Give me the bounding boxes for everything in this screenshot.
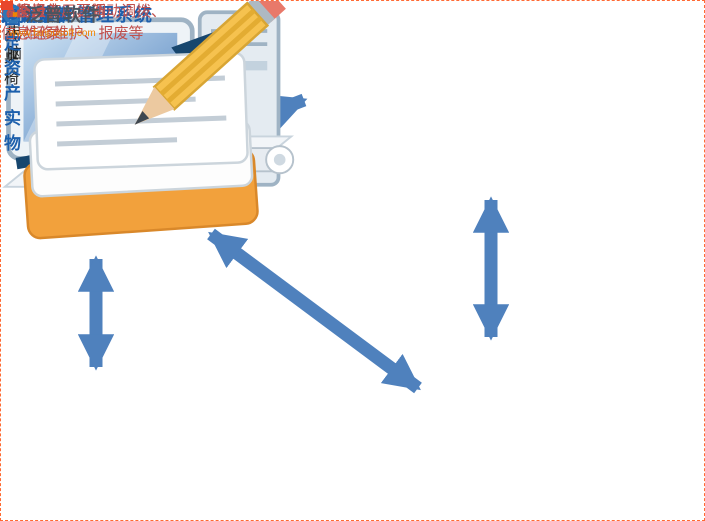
fanpu-watermark: 泛普软件 www.fanpusoft.com [1,1,101,39]
fanpu-logo-icon [1,4,21,24]
brand-url: www.fanpusoft.com [9,28,96,39]
brand-name: 泛普软件 [25,5,101,25]
edge-label-lifecycle: 采购、使用、调动调拨、 维修维护、报废等 [1,3,167,42]
edge-label-data-entry: 数据录入、更新 [1,3,107,20]
node-label-system: 固定资产管理系统 [1,5,153,25]
selection-handle [1,1,13,10]
brand-row: 泛普软件 [1,1,101,27]
